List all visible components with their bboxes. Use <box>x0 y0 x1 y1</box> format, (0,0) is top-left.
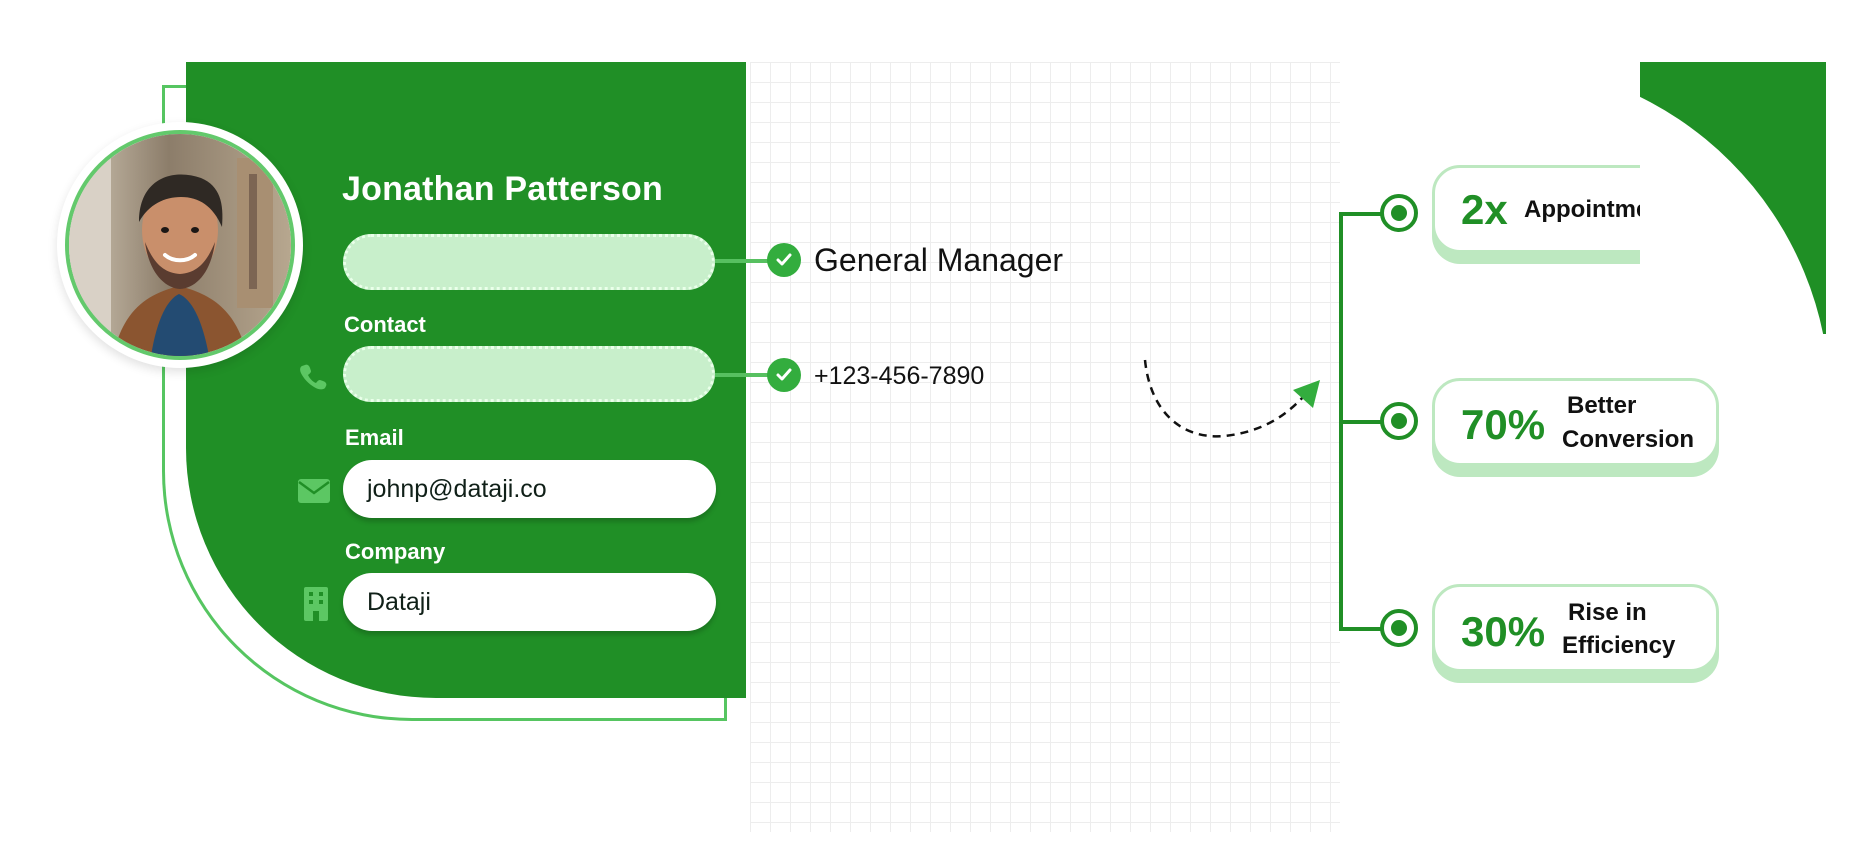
title-placeholder-field <box>343 234 715 290</box>
profile-name: Jonathan Patterson <box>342 170 663 208</box>
phone-icon <box>298 362 328 397</box>
company-label: Company <box>345 539 446 564</box>
stats-branch-3 <box>1339 627 1395 631</box>
stat-card-efficiency: 30% Rise in Efficiency <box>1432 584 1719 672</box>
stat-card-conversion: 70% Better Conversion <box>1432 378 1719 466</box>
email-input[interactable]: johnp@dataji.co <box>343 460 716 518</box>
stat-label-line-2: Conversion <box>1562 426 1695 453</box>
stats-branch-2 <box>1339 420 1395 424</box>
check-icon <box>767 243 801 277</box>
building-icon <box>302 585 330 628</box>
email-label: Email <box>345 425 404 450</box>
stat-value: 70% <box>1461 401 1546 448</box>
avatar <box>57 122 303 368</box>
stat-label-line-1: Better <box>1567 392 1637 419</box>
arrowhead-icon <box>1293 380 1320 408</box>
check-icon <box>767 358 801 392</box>
contact-value: +123-456-7890 <box>814 362 985 390</box>
avatar-photo <box>65 130 295 360</box>
stats-branch-1 <box>1339 212 1395 216</box>
corner-cutout <box>1640 62 1826 334</box>
dashed-arrow <box>1143 359 1320 438</box>
stat-label-line-2: Efficiency <box>1562 632 1676 659</box>
grid-background <box>750 62 1340 832</box>
bullet-icon <box>1380 609 1418 647</box>
contact-connector <box>715 373 777 377</box>
portrait-image <box>69 134 291 356</box>
corner-decoration <box>1640 62 1826 334</box>
stat-label-line-1: Rise in <box>1568 599 1647 626</box>
envelope-icon <box>296 477 332 510</box>
bullet-icon <box>1380 194 1418 232</box>
stat-value: 2x <box>1461 186 1508 233</box>
stat-value: 30% <box>1461 608 1546 655</box>
contact-placeholder-field <box>343 346 715 402</box>
contact-label: Contact <box>344 312 426 337</box>
bullet-icon <box>1380 402 1418 440</box>
title-connector <box>715 259 777 263</box>
company-input[interactable]: Dataji <box>343 573 716 631</box>
job-title: General Manager <box>814 242 1064 278</box>
